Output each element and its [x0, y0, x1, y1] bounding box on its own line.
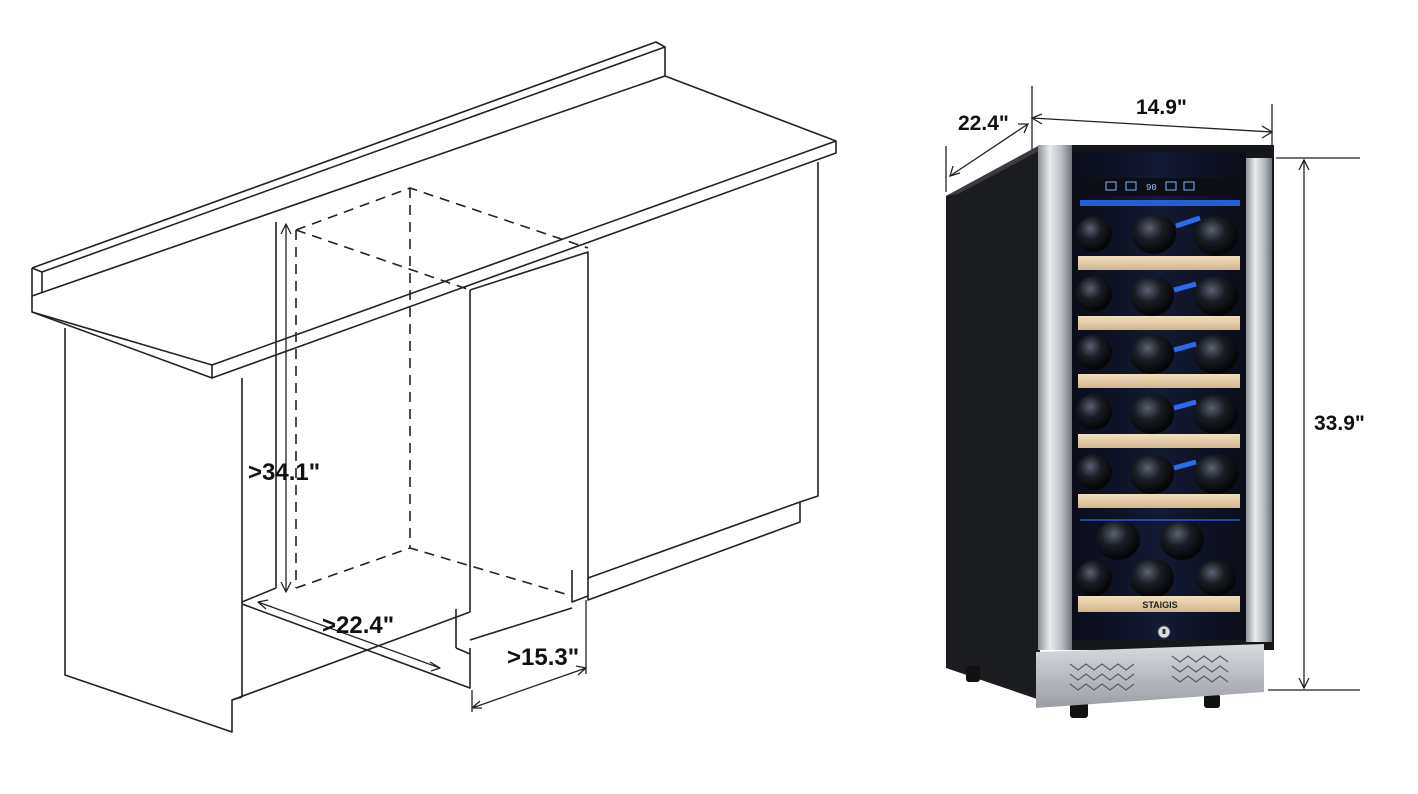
wood-shelf — [1078, 374, 1240, 388]
temp-up-button-icon[interactable] — [1165, 181, 1177, 191]
blue-led-strip — [1080, 200, 1240, 206]
door-handle-strip[interactable] — [1038, 145, 1072, 650]
wine-shelves — [1076, 214, 1240, 612]
fridge-depth-label: 22.4" — [958, 112, 1009, 135]
wood-shelf — [1078, 316, 1240, 330]
fridge-base-vent — [1036, 644, 1264, 708]
fridge-foot — [966, 666, 980, 682]
countertop-slab — [31, 75, 837, 379]
fridge-height-label: 33.9" — [1314, 412, 1365, 435]
fridge-foot — [1070, 702, 1088, 718]
fridge-width-label: 14.9" — [1136, 96, 1187, 119]
fridge-dimension-lines — [945, 86, 1360, 691]
bottle-row — [1076, 276, 1238, 316]
fridge-foot — [1204, 694, 1220, 708]
wood-shelf — [1078, 596, 1240, 612]
door-right-trim — [1246, 158, 1272, 642]
wine-fridge: 90 — [946, 145, 1274, 718]
cabinet-drawing — [31, 41, 837, 733]
temp-down-button-icon[interactable] — [1183, 181, 1195, 191]
brand-label: STAIGIS — [1142, 600, 1177, 610]
cabinet-width-label: >15.3" — [507, 644, 579, 671]
wood-shelf — [1078, 434, 1240, 448]
left-cabinet-body — [64, 328, 471, 733]
temperature-display: 90 — [1146, 183, 1157, 193]
cabinet-depth-label: >22.4" — [322, 612, 394, 639]
opening-dashed-box — [295, 187, 589, 597]
bottle-row — [1076, 214, 1238, 256]
bottle-row — [1076, 394, 1238, 434]
cabinet-height-label: >34.1" — [248, 459, 320, 486]
wood-shelf — [1078, 256, 1240, 270]
right-cabinet-panel — [469, 251, 589, 603]
unit-button-icon[interactable] — [1125, 181, 1137, 191]
cabinet-dimension-lines — [257, 223, 587, 712]
wood-shelf — [1078, 494, 1240, 508]
control-panel — [1078, 178, 1242, 196]
vent-grille — [1069, 655, 1229, 691]
fridge-side-panel — [946, 145, 1040, 700]
bottle-row — [1076, 454, 1238, 494]
bottle-row — [1076, 334, 1238, 374]
light-button-icon[interactable] — [1105, 181, 1117, 191]
bottle-stack — [1076, 519, 1240, 598]
